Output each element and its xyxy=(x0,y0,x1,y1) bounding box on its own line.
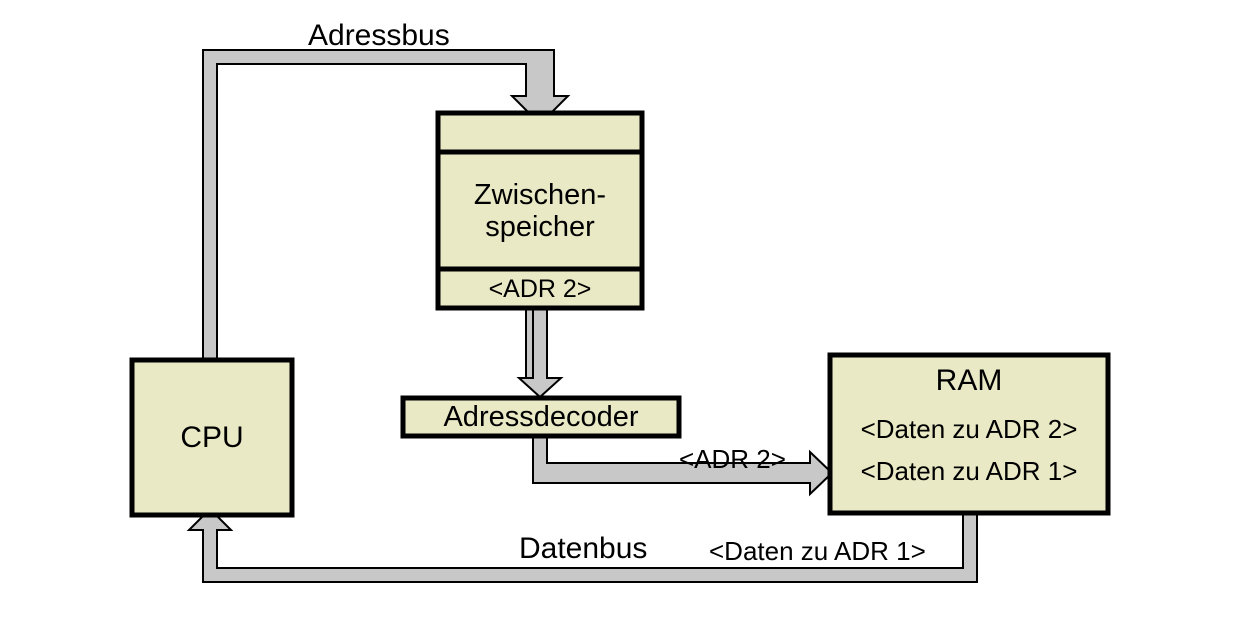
bus-adressbus xyxy=(202,49,571,361)
bus-label-adressbus: Adressbus xyxy=(308,19,450,52)
zwischenspeicher-label-line2: speicher xyxy=(485,211,595,243)
node-zwischenspeicher-box xyxy=(435,110,645,311)
edge-adressdecoder-to-ram xyxy=(532,435,834,497)
bus-label-datenbus: Datenbus xyxy=(519,532,648,565)
node-ram-box xyxy=(827,352,1111,516)
bus-label-datenbus-payload: <Daten zu ADR 1> xyxy=(709,536,926,566)
node-label-ram-row1: <Daten zu ADR 2> xyxy=(860,414,1078,445)
node-adressdecoder-box xyxy=(400,395,682,439)
node-label-zwischenspeicher: Zwischen- speicher xyxy=(440,155,640,267)
node-label-cpu: CPU xyxy=(180,420,244,454)
zwischenspeicher-slot-top xyxy=(440,116,640,150)
node-label-adressdecoder: Adressdecoder xyxy=(443,400,639,433)
node-label-ram-title: RAM xyxy=(935,364,1003,398)
edge-label-decoder-to-ram: <ADR 2> xyxy=(679,444,786,474)
edge-zwischenspeicher-to-adressdecoder xyxy=(516,307,564,399)
zwischenspeicher-label-line1: Zwischen- xyxy=(473,178,607,211)
node-cpu-box xyxy=(129,357,295,518)
zwischenspeicher-slot-bottom: <ADR 2> xyxy=(488,274,592,303)
bus-datenbus xyxy=(186,507,978,583)
node-label-ram-row2: <Daten zu ADR 1> xyxy=(860,456,1078,487)
